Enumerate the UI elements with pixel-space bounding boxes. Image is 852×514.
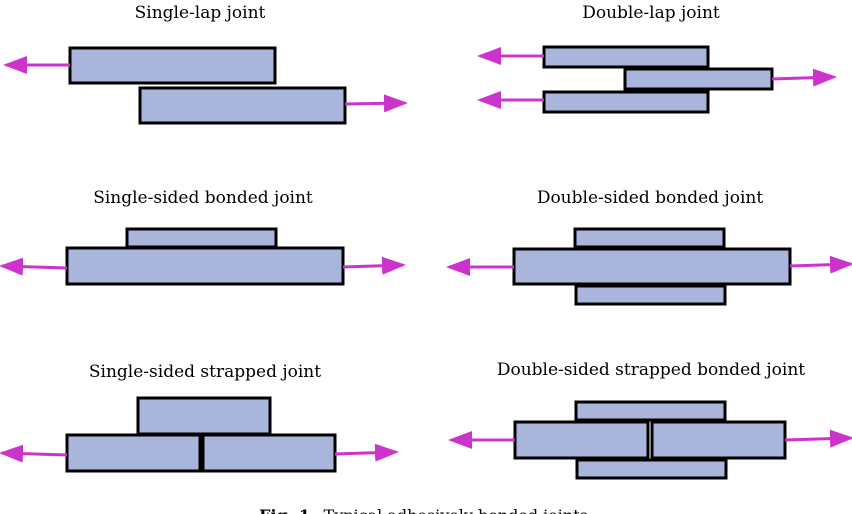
panel-title: Double-sided strapped bonded joint xyxy=(497,360,805,380)
panel-single-sided-strapped: Single-sided strapped joint xyxy=(0,362,399,473)
upper-strap xyxy=(574,400,727,422)
left-adherend xyxy=(513,420,650,460)
right-load-arrow xyxy=(771,68,837,87)
caption-label: Fig. 1. xyxy=(259,506,315,514)
upper-adherend xyxy=(68,46,277,85)
left-load-arrow xyxy=(0,257,68,276)
lower-outer-adherend xyxy=(542,90,710,114)
panel-double-lap: Double-lap joint xyxy=(477,3,837,114)
panel-title: Double-lap joint xyxy=(582,3,720,23)
panel-title: Double-sided bonded joint xyxy=(537,188,764,208)
panel-double-sided-strapped: Double-sided strapped bonded joint xyxy=(448,360,852,480)
lower-adherend xyxy=(138,86,347,125)
right-load-arrow xyxy=(344,94,408,113)
lower-patch xyxy=(574,284,727,306)
panel-double-sided-bonded: Double-sided bonded joint xyxy=(446,188,852,306)
right-load-arrow xyxy=(784,429,852,448)
right-load-arrow xyxy=(342,256,406,275)
upper-patch xyxy=(573,227,726,249)
panel-title: Single-lap joint xyxy=(135,3,266,23)
left-adherend xyxy=(65,433,202,473)
strap xyxy=(136,396,272,436)
upper-outer-adherend xyxy=(542,45,710,69)
panel-title: Single-sided bonded joint xyxy=(93,188,313,208)
caption-text: Typical adhesively bonded joints. xyxy=(324,506,593,514)
right-adherend xyxy=(650,420,787,460)
panel-title: Single-sided strapped joint xyxy=(89,362,321,382)
lower-strap xyxy=(575,458,728,480)
bonded-patch xyxy=(125,227,278,249)
right-load-arrow xyxy=(789,255,852,274)
panel-single-sided-bonded: Single-sided bonded joint xyxy=(0,188,406,286)
substrate xyxy=(65,246,345,286)
substrate xyxy=(512,247,792,286)
center-adherend xyxy=(623,67,774,91)
right-load-arrow xyxy=(334,443,399,462)
figure-caption: Fig. 1. Typical adhesively bonded joints. xyxy=(259,506,593,514)
panel-single-lap: Single-lap joint xyxy=(3,3,408,125)
left-load-arrow xyxy=(0,444,68,463)
right-adherend xyxy=(201,433,337,473)
